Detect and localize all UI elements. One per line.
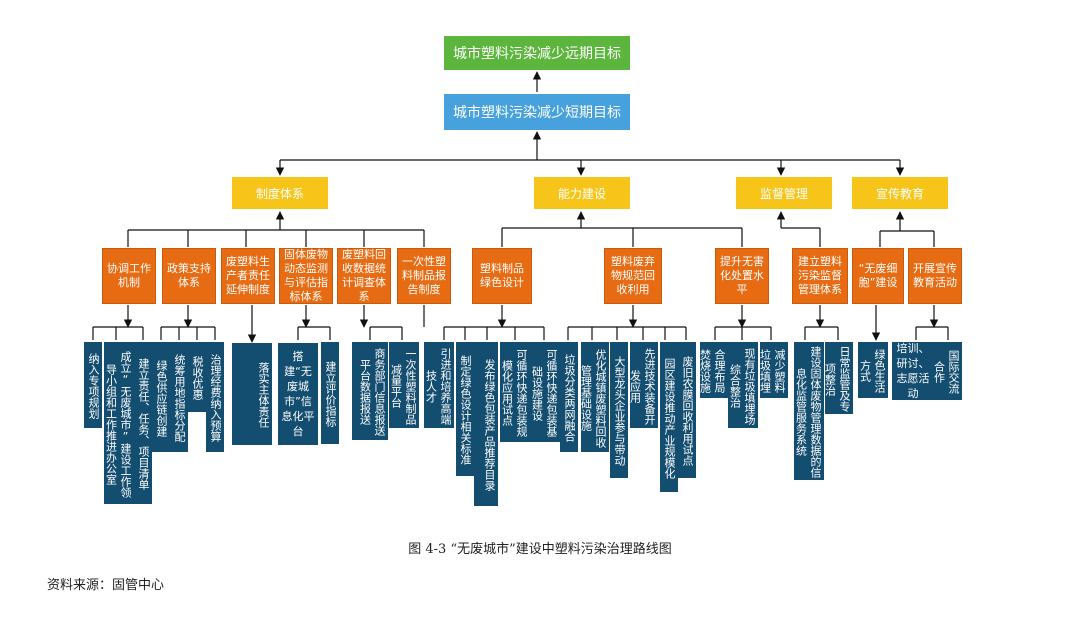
short-term-goal-box: 城市塑料污染减少短期目标 (444, 94, 630, 130)
action-leaf: 搭建“无废城市”信息化平台 (278, 343, 318, 445)
category-supervision: 监督管理 (736, 177, 832, 209)
action-leaf: 建立评价指标 (321, 342, 339, 444)
action-leaf: 可循环快递包装规模化应用试点 (500, 342, 530, 442)
action-leaf: 先进技术装备开发应用 (630, 342, 658, 428)
action-leaf: 优化城镇废塑料回收管理基础设施 (581, 342, 609, 452)
measure-supervision-system: 建立塑料污染监督管理体系 (792, 248, 848, 304)
action-leaf: 制定绿色设计相关标准 (456, 342, 474, 476)
source-note: 资料来源：固管中心 (47, 578, 165, 593)
action-leaf: 可循环快递包装基础设施建设 (530, 342, 560, 442)
measure-policy-support: 政策支持体系 (162, 248, 216, 304)
action-leaf: 绿色供应链创建 (152, 342, 170, 452)
action-leaf: 建立责任、任务、项目清单 (134, 342, 152, 504)
action-leaf: 税收优惠 (188, 342, 206, 412)
measure-coordination-mechanism: 协调工作机制 (102, 248, 156, 304)
action-leaf: 落实主体责任 (232, 343, 272, 445)
action-leaf: 园区建设推动产业规模化 (660, 342, 678, 492)
action-leaf: 商务部门信息报送平台数据报送 (352, 342, 388, 440)
action-leaf: 绿色生活方式 (858, 342, 888, 398)
action-leaf: 培训、研讨、志愿活动 (892, 342, 934, 400)
action-leaf: 减少塑料垃圾填埋量 (760, 342, 788, 398)
category-publicity-education: 宣传教育 (852, 177, 948, 209)
action-leaf: 统筹用地指标分配 (170, 342, 188, 452)
action-leaf: 发布绿色包装产品推荐目录 (474, 342, 498, 506)
action-leaf: 治理经费纳入预算 (206, 342, 224, 452)
action-leaf: 成立“无废城市”建设工作领导小组和工作推进办公室 (104, 342, 134, 504)
action-leaf: 垃圾分类两网融合 (560, 342, 578, 452)
measure-solid-waste-monitoring: 固体废物动态监测与评估指标体系 (279, 248, 333, 304)
short-term-goal-label: 城市塑料污染减少短期目标 (453, 105, 621, 121)
action-leaf: 建设固体废物管理数据的信息化监管服务系统 (794, 342, 824, 480)
action-leaf: 国际交流合作 (934, 342, 962, 400)
action-leaf: 合理布局焚烧设施 (700, 342, 728, 398)
action-leaf: 废旧农膜回收利用试点 (678, 342, 696, 478)
category-label: 宣传教育 (875, 186, 924, 201)
measure-producer-responsibility: 废塑料生产者责任延伸制度 (221, 248, 275, 304)
long-term-goal-label: 城市塑料污染减少远期目标 (453, 46, 621, 62)
measure-education-activities: 开展宣传教育活动 (908, 248, 962, 304)
action-leaf: 纳入专项规划 (84, 342, 102, 428)
category-institution-system: 制度体系 (232, 177, 328, 209)
measure-zero-waste-cell: “无废细胞”建设 (852, 248, 904, 304)
category-capacity-building: 能力建设 (534, 177, 630, 209)
action-leaf: 一次性塑料制品减量平台 (389, 342, 419, 428)
category-label: 制度体系 (255, 186, 304, 201)
measure-recycling-statistics: 废塑料回收数据统计调查体系 (337, 248, 391, 304)
measure-harmless-disposal: 提升无害化处置水平 (715, 248, 769, 304)
action-leaf: 日常监管及专项整治 (825, 342, 853, 414)
action-leaf: 现有垃圾填埋场综合整治 (728, 342, 758, 428)
measure-waste-recycling: 塑料废弃物规范回收利用 (604, 248, 662, 304)
measure-green-design: 塑料制品绿色设计 (472, 248, 532, 304)
long-term-goal-box: 城市塑料污染减少远期目标 (444, 36, 630, 70)
action-leaf: 引进和培养高端技人才 (424, 342, 454, 428)
figure-caption: 图 4-3 “无废城市”建设中塑料污染治理路线图 (408, 542, 672, 557)
measure-disposable-reporting: 一次性塑料制品报告制度 (397, 248, 451, 304)
action-leaf: 大型龙头企业参与带动 (610, 342, 628, 478)
category-label: 能力建设 (557, 186, 606, 201)
category-label: 监督管理 (759, 186, 808, 201)
